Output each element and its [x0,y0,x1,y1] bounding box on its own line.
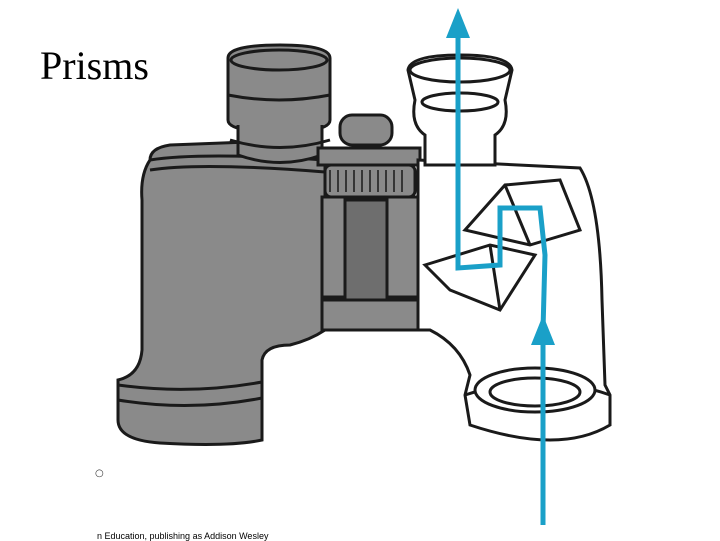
focus-hinge [316,113,422,332]
left-eyepiece [226,43,332,164]
copyright-credit: n Education, publishing as Addison Wesle… [97,531,269,541]
left-barrel [116,138,327,446]
light-ray-path [455,30,548,525]
light-ray-arrow-bottom [531,315,555,345]
prism-upper [462,178,583,247]
right-eyepiece-cutaway [406,53,514,167]
light-ray-arrow-top [446,8,470,38]
slide-title: Prisms [40,43,149,88]
prism-lower [422,243,538,312]
bullet-marker: ○ [95,468,104,479]
